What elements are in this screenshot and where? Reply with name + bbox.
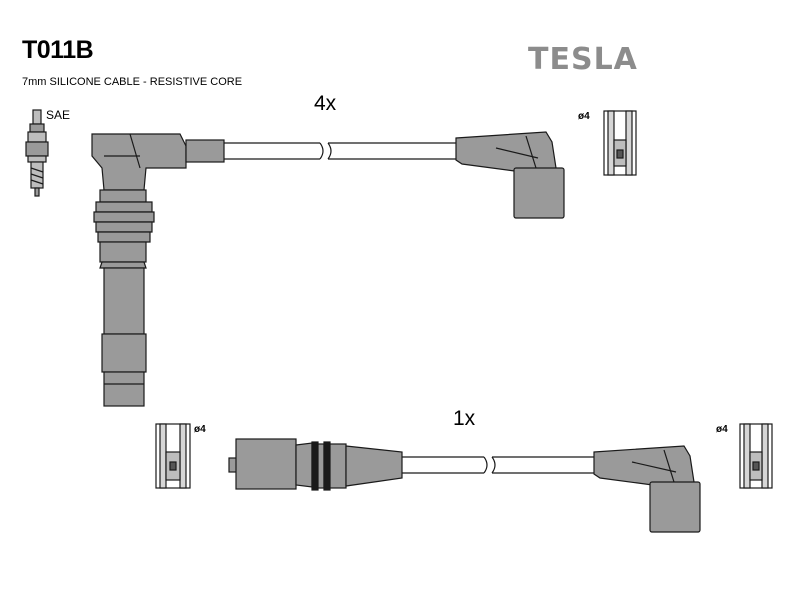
upper-quantity-label: 4x [314,92,337,115]
spark-plug-icon [25,109,49,197]
lower-cable [402,456,594,474]
upper-cable [224,142,456,160]
terminal-diameter-top-right: ø4 [578,111,590,122]
terminal-diameter-bottom-right: ø4 [716,424,728,435]
lower-straight-boot [228,438,403,491]
terminal-top-right-icon [603,110,637,176]
lower-quantity-label: 1x [453,407,476,430]
plug-standard-label: SAE [46,108,71,122]
brand-logo: TESLA [528,42,638,77]
terminal-bottom-left-icon [155,423,191,489]
terminal-bottom-right-icon [739,423,773,489]
cable-description: 7mm SILICONE CABLE - RESISTIVE CORE [22,76,243,88]
upper-angled-boot [455,131,565,219]
part-code: T011B [22,36,94,64]
lower-angled-boot [593,445,701,533]
upper-straight-boot [91,133,225,407]
terminal-diameter-bottom-left: ø4 [194,424,206,435]
